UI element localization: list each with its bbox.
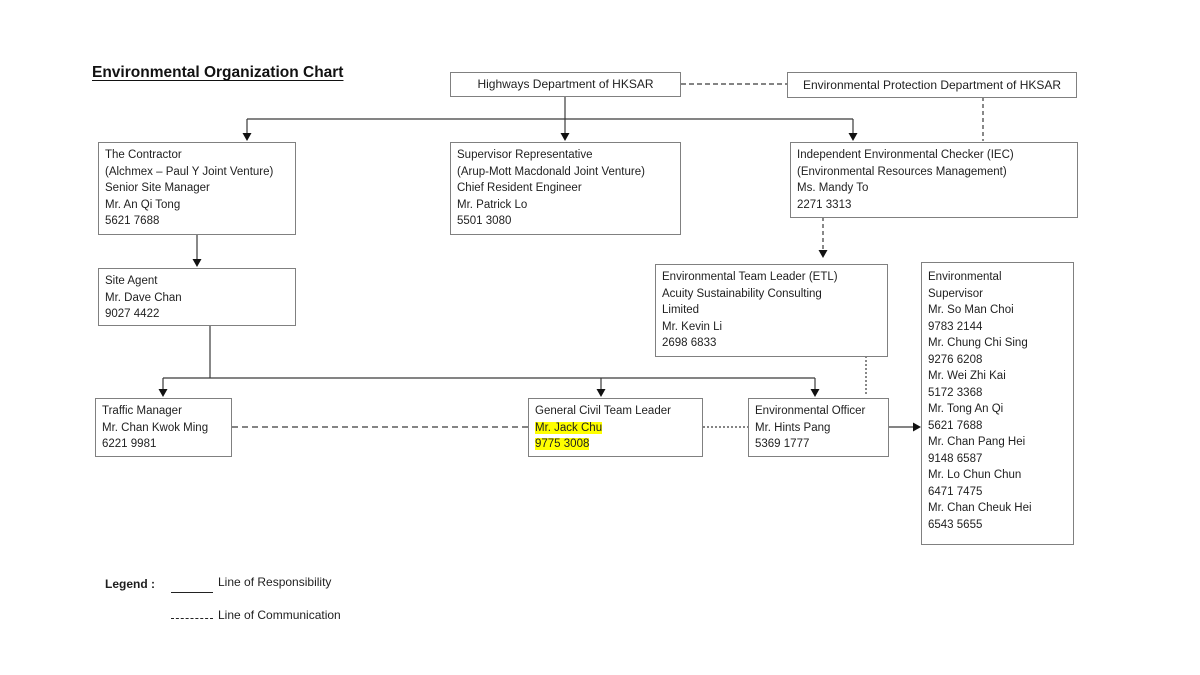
node-etl-text: Environmental Team Leader (ETL)Acuity Su…: [662, 271, 838, 349]
node-epd-text: Environmental Protection Department of H…: [802, 77, 1062, 92]
arrowhead-supervisor: [560, 133, 570, 141]
arrowhead-siteagent: [192, 259, 202, 267]
arrowhead-contractor: [242, 133, 252, 141]
arrowhead-traffic: [158, 389, 168, 397]
node-contractor: The Contractor(Alchmex – Paul Y Joint Ve…: [98, 142, 296, 235]
node-contractor-text: The Contractor(Alchmex – Paul Y Joint Ve…: [105, 149, 274, 227]
node-epd: Environmental Protection Department of H…: [787, 72, 1077, 98]
arrowhead-iec: [848, 133, 858, 141]
node-highways-department-text: Highways Department of HKSAR: [477, 77, 654, 92]
node-iec-text: Independent Environmental Checker (IEC)(…: [797, 149, 1014, 211]
node-supervisor-representative: Supervisor Representative(Arup-Mott Macd…: [450, 142, 681, 235]
node-iec: Independent Environmental Checker (IEC)(…: [790, 142, 1078, 218]
legend-solid-line-sample: [171, 592, 213, 593]
legend-line-of-communication: Line of Communication: [218, 608, 341, 622]
arrowhead-envofficer: [810, 389, 820, 397]
page-title: Environmental Organization Chart: [92, 64, 344, 81]
node-highways-department: Highways Department of HKSAR: [450, 72, 681, 97]
arrowhead-generalcivil: [596, 389, 606, 397]
legend-label: Legend :: [105, 577, 155, 591]
arrowhead-envsupervisor: [913, 422, 921, 432]
arrowhead-etl: [818, 250, 828, 258]
node-etl: Environmental Team Leader (ETL)Acuity Su…: [655, 264, 888, 357]
node-supervisor-representative-text: Supervisor Representative(Arup-Mott Macd…: [457, 149, 645, 227]
legend-line-of-responsibility: Line of Responsibility: [218, 575, 332, 589]
legend-dashed-line-sample: [171, 618, 213, 619]
